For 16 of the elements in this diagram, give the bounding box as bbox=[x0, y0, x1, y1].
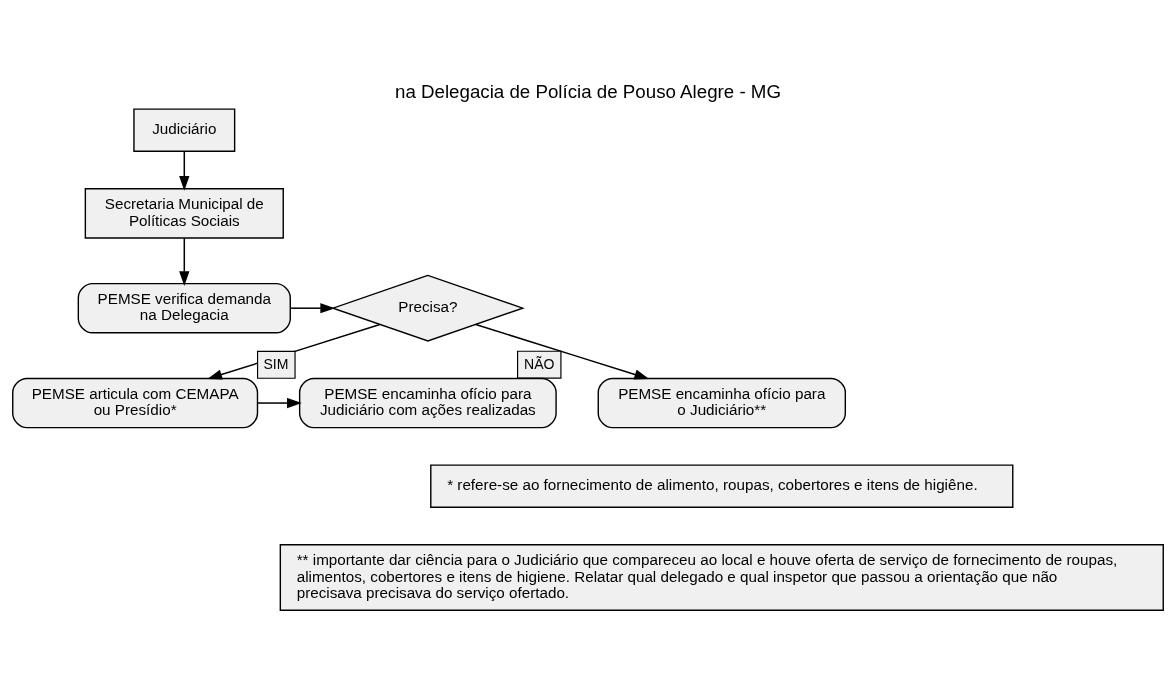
node-box: Judiciário bbox=[133, 107, 236, 152]
arrow bbox=[179, 237, 190, 286]
edge-label: NÃO bbox=[524, 355, 555, 372]
node-box: PEMSE verifica demanda na Delegacia bbox=[77, 282, 291, 333]
arrow bbox=[179, 150, 190, 191]
node-box: PEMSE articula com CEMAPA ou Presídio* bbox=[12, 377, 259, 428]
node-box: Secretaria Municipal de Políticas Sociais bbox=[84, 187, 284, 239]
node-diamond: Precisa? bbox=[330, 274, 525, 342]
node-box: PEMSE encaminha ofício para Judiciário com ações realizadas bbox=[298, 377, 557, 428]
node-box: PEMSE encaminha ofício para o Judiciário** bbox=[597, 377, 847, 428]
node-box: * refere-se ao fornecimento de alimento, roupas, cobertores e itens de higiêne. bbox=[430, 463, 1014, 508]
arrow bbox=[289, 302, 336, 313]
arrow bbox=[257, 397, 302, 408]
node-box: ** importante dar ciência para o Judiciário que compareceu ao local e houve oferta de serviço de fornecimento de roupas, alimentos, cobertores e itens de higiene. Relatar qual delegado e qual inspetor que passou a orientação que não precisava precisava do serviço ofertado. bbox=[279, 543, 1164, 611]
diagram-title: na Delegacia de Polícia de Pouso Alegre - MG bbox=[394, 80, 782, 102]
edge-label: SIM bbox=[263, 355, 289, 372]
